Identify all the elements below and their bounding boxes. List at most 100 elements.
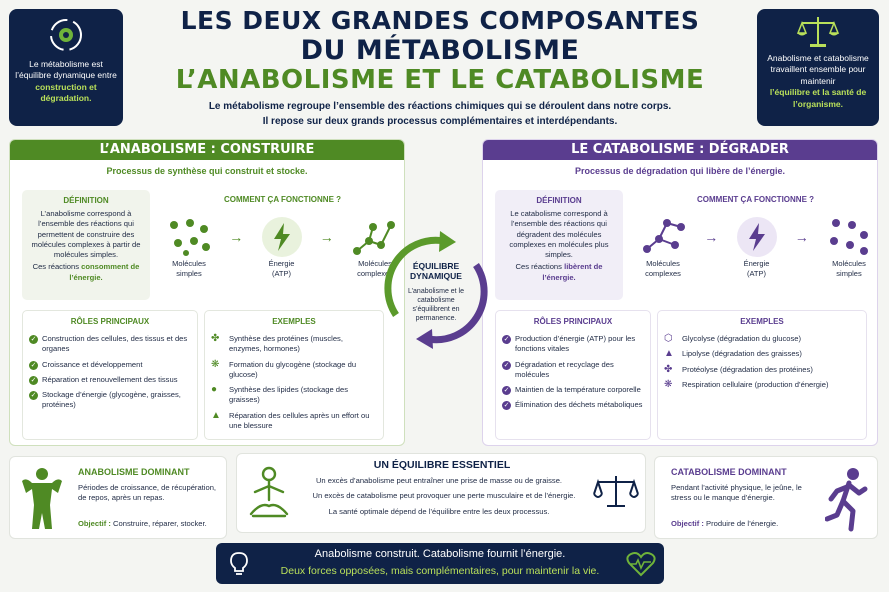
list-item: ▲Réparation des cellules après un effort… [211, 409, 370, 430]
catabolism-definition: DÉFINITION Le catabolisme correspond à l… [495, 190, 623, 300]
catabolism-energy: Énergie (ATP) [743, 259, 770, 278]
protein-icon: ✤ [211, 333, 220, 344]
catabolism-dominant-text: Pendant l’activité physique, le jeûne, l… [671, 483, 802, 503]
corner-left-highlight: construction et dégradation. [35, 81, 97, 104]
list-item: ✓Réparation et renouvellement des tissus [29, 374, 178, 385]
catabolism-roles: RÔLES PRINCIPAUX ✓Production d’énergie (… [495, 310, 651, 440]
check-icon: ✓ [502, 360, 511, 370]
list-item: ✤Protéolyse (dégradation des protéines) [664, 363, 813, 375]
title-line-3: L’ANABOLISME ET LE CATABOLISME [175, 65, 705, 95]
repair-icon: ▲ [211, 409, 221, 421]
anabolism-energy: Énergie (ATP) [268, 259, 295, 278]
meditation-icon [249, 466, 289, 518]
heart-pulse-icon [626, 552, 656, 577]
anabolism-section: L’ANABOLISME : CONSTRUIRE Processus de s… [9, 139, 405, 446]
anabolism-mol-left: Molécules simples [172, 259, 206, 278]
anabolism-roles-title: RÔLES PRINCIPAUX [70, 317, 150, 326]
catabolism-process-diagram: Molécules complexes → Énergie (ATP) → Mo… [638, 215, 873, 295]
catabolism-mol-left: Molécules complexes [645, 259, 681, 278]
catabolism-definition-text2: Ces réactions [515, 262, 562, 272]
catabolism-subtitle: Processus de dégradation qui libère de l… [574, 166, 786, 176]
anabolism-examples: EXEMPLES ✤Synthèse des protéines (muscle… [204, 310, 384, 440]
check-icon: ✓ [502, 335, 511, 344]
catabolism-dominant-card: CATABOLISME DOMINANT Pendant l’activité … [654, 456, 878, 539]
corner-info-right: Anabolisme et catabolisme travaillent en… [757, 9, 879, 126]
catabolism-objective-label: Objectif : [671, 519, 704, 528]
runner-icon [825, 468, 868, 532]
list-item: ✓Dégradation et recyclage des molécules [502, 359, 614, 379]
balance-line-2: Un excès de catabolisme peut provoquer u… [312, 491, 576, 500]
check-icon: ✓ [29, 335, 38, 344]
check-icon: ✓ [29, 375, 38, 385]
catabolism-heading: LE CATABOLISME : DÉGRADER [483, 140, 877, 160]
anabolism-definition: DÉFINITION L’anabolisme correspond à l’e… [22, 190, 150, 300]
muscular-body-icon [22, 468, 62, 529]
list-item: ❋Respiration cellulaire (production d’én… [664, 378, 829, 390]
list-item: ✓Stockage d’énergie (glycogène, graisses… [29, 390, 181, 410]
anabolism-mol-right: Molécules complexes [357, 259, 393, 278]
anabolism-dominant-title: ANABOLISME DOMINANT [78, 467, 190, 477]
scale-icon [796, 17, 840, 47]
list-item: ▲Lipolyse (dégradation des graisses) [664, 348, 802, 360]
intro-line-2: Il repose sur deux grands processus comp… [262, 116, 618, 127]
list-item: ●Synthèse des lipides (stockage des grai… [211, 384, 349, 405]
arrow-right-icon: → [319, 229, 334, 245]
anabolism-examples-title: EXEMPLES [272, 317, 316, 326]
simple-molecules-icon [170, 219, 210, 256]
check-icon: ✓ [29, 391, 38, 400]
complex-molecules-icon [353, 221, 395, 255]
protein-icon: ✤ [664, 363, 673, 375]
corner-left-text: Le métabolisme est l’équilibre dynamique… [15, 59, 117, 81]
corner-info-left: Le métabolisme est l’équilibre dynamique… [9, 9, 123, 126]
balance-title: UN ÉQUILIBRE ESSENTIEL [373, 459, 511, 471]
center-text: L’anabolisme et le catabolisme s’équilib… [407, 288, 465, 323]
catabolism-examples-title: EXEMPLES [740, 317, 784, 326]
check-icon: ✓ [502, 401, 511, 411]
catabolism-roles-title: RÔLES PRINCIPAUX [533, 317, 613, 326]
catabolism-how-title: COMMENT ÇA FONCTIONNE ? [696, 195, 815, 204]
anabolism-dominant-card: ANABOLISME DOMINANT Périodes de croissan… [9, 456, 227, 539]
catabolism-definition-title: DÉFINITION [536, 196, 582, 205]
footer-line-2: Deux forces opposées, mais complémentair… [280, 565, 600, 577]
balance-line-3: La santé optimale dépend de l’équilibre … [328, 507, 550, 516]
list-item: ✓Croissance et développement [29, 359, 143, 370]
catabolism-definition-highlight: libèrent de l’énergie. [542, 262, 603, 282]
dynamic-balance-cycle: ÉQUILIBRE DYNAMIQUE L’anabolisme et le c… [382, 225, 490, 355]
scale-icon [593, 476, 639, 507]
footer-banner: Anabolisme construit. Catabolisme fourni… [216, 543, 664, 584]
catabolism-examples: EXEMPLES ⬡Glycolyse (dégradation du gluc… [657, 310, 867, 440]
gear-cycle-icon [50, 19, 82, 51]
anabolism-dominant-text: Périodes de croissance, de récupération,… [78, 483, 217, 503]
list-item: ✤Synthèse des protéines (muscles, enzyme… [211, 333, 343, 354]
energy-bolt-icon [261, 217, 302, 257]
footer-line-1: Anabolisme construit. Catabolisme fourni… [314, 548, 566, 560]
lightbulb-icon [230, 552, 248, 575]
energy-bolt-icon [736, 217, 777, 257]
respiration-icon: ❋ [664, 378, 673, 390]
anabolism-objective-label: Objectif : [78, 519, 111, 528]
catabolism-definition-text: Le catabolisme correspond à l’ensemble d… [509, 209, 609, 259]
check-icon: ✓ [502, 386, 511, 395]
arrow-right-icon: → [229, 229, 244, 245]
glycogen-icon: ❋ [211, 358, 220, 370]
anabolism-definition-text2: Ces réactions [32, 262, 80, 272]
catabolism-objective-text: Produire de l’énergie. [706, 519, 779, 528]
cycle-arrows-icon [384, 231, 488, 349]
anabolism-subtitle: Processus de synthèse qui construit et s… [106, 166, 308, 176]
list-item: ✓Maintien de la température corporelle [502, 385, 641, 395]
lipid-icon: ▲ [664, 348, 674, 360]
glucose-icon: ⬡ [664, 333, 673, 344]
anabolism-process-diagram: Molécules simples → Énergie (ATP) → Molé… [165, 215, 400, 295]
corner-right-highlight: l’équilibre et la santé de l’organisme. [769, 87, 867, 109]
catabolism-section: LE CATABOLISME : DÉGRADER Processus de d… [482, 139, 878, 446]
arrow-right-icon: → [704, 229, 719, 245]
arrow-right-icon: → [794, 229, 809, 245]
essential-balance-card: UN ÉQUILIBRE ESSENTIEL Un excès d’anabol… [236, 453, 646, 533]
simple-molecules-icon [830, 219, 868, 255]
lipid-drop-icon: ● [211, 384, 218, 395]
title-line-1: LES DEUX GRANDES COMPOSANTES [180, 6, 700, 35]
anabolism-definition-title: DÉFINITION [63, 196, 109, 205]
corner-right-text: Anabolisme et catabolisme travaillent en… [767, 53, 869, 86]
list-item: ✓Production d’énergie (ATP) pour les fon… [502, 334, 636, 354]
title-line-2: DU MÉTABOLISME [300, 35, 580, 66]
